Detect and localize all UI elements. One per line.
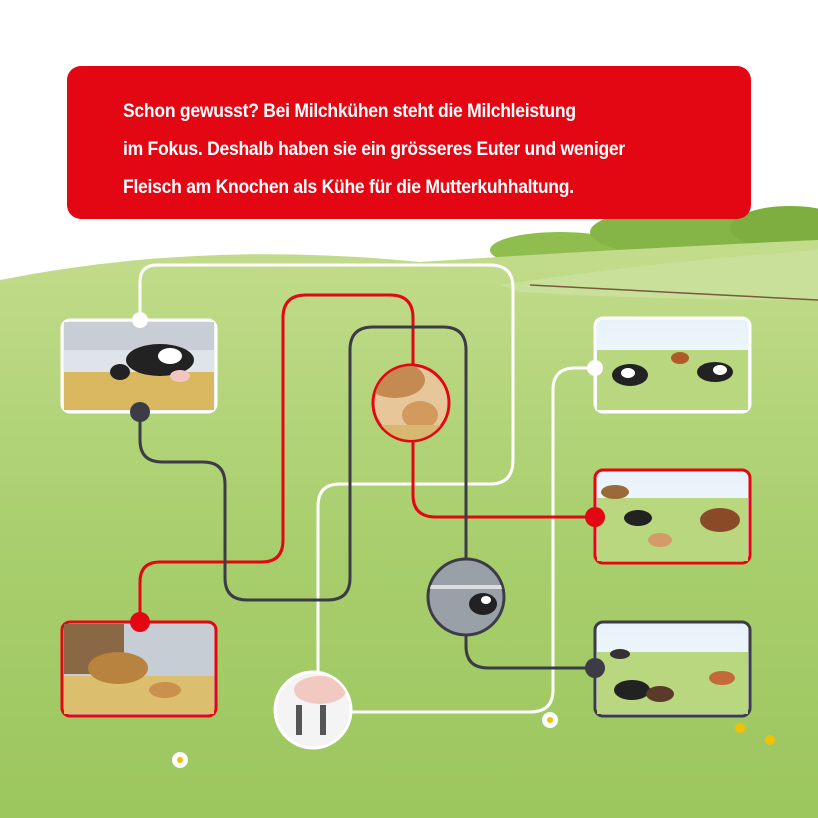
info-callout: Schon gewusst? Bei Milchkühen steht die … (67, 66, 751, 219)
dark-node (585, 658, 605, 678)
info-text-line: im Fokus. Deshalb haben sie ein grössere… (123, 138, 625, 160)
info-text-line: Fleisch am Knochen als Kühe für die Mutt… (123, 176, 574, 198)
red-node (585, 507, 605, 527)
circle-calf-suckling[interactable] (365, 362, 460, 445)
dark-route (138, 325, 595, 670)
red-node (130, 612, 150, 632)
white-route (138, 263, 595, 714)
photo-suckler-pasture[interactable] (593, 468, 752, 565)
circle-milking[interactable] (273, 670, 353, 750)
photo-dairy-pasture[interactable] (593, 316, 752, 414)
photo-dairy-barn[interactable] (60, 318, 218, 414)
photo-calves-pasture[interactable] (593, 620, 752, 718)
white-node (587, 360, 603, 376)
daisy-flowers (172, 712, 775, 768)
white-node (132, 312, 148, 328)
circle-calf-box[interactable] (426, 557, 508, 637)
dark-node (130, 402, 150, 422)
info-text-line: Schon gewusst? Bei Milchkühen steht die … (123, 100, 576, 122)
red-route (138, 293, 595, 622)
photo-suckler-barn[interactable] (60, 620, 218, 718)
